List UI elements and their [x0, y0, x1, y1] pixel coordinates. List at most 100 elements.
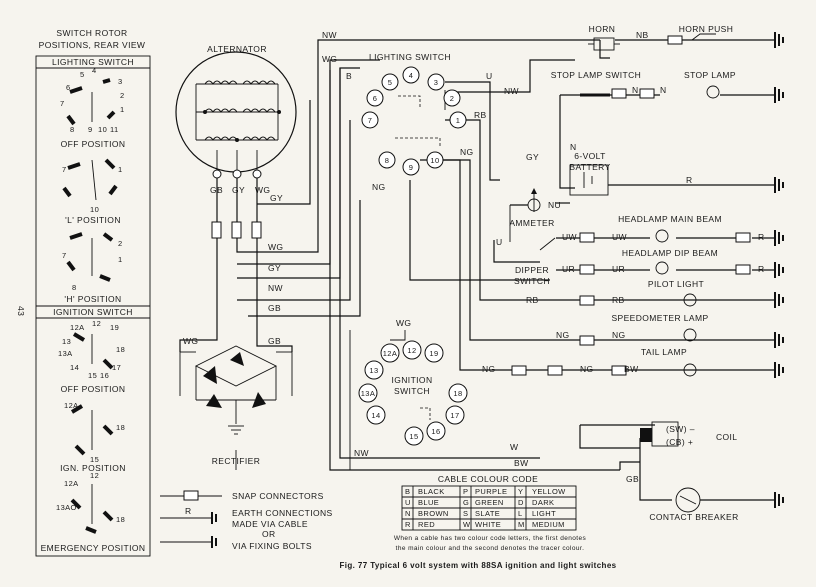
ignition-switch-label-2: SWITCH	[394, 386, 430, 396]
battery: 6-VOLT BATTERY	[569, 151, 610, 172]
rotor-ignition-emergency: 12A 12 18 13AO EMERGENCY POSITION	[41, 471, 145, 553]
svg-text:PURPLE: PURPLE	[475, 487, 507, 496]
svg-text:R: R	[758, 264, 765, 274]
svg-text:17: 17	[112, 363, 121, 372]
svg-text:2: 2	[120, 91, 125, 100]
svg-text:7: 7	[62, 165, 67, 174]
svg-text:15: 15	[88, 371, 97, 380]
rotor-lighting-l: 7 1 10 'L' POSITION	[62, 158, 122, 225]
svg-text:8: 8	[72, 283, 77, 292]
svg-text:NG: NG	[460, 147, 474, 157]
svg-text:14: 14	[371, 411, 380, 420]
coil: (SW) – (CB) + COIL	[640, 421, 737, 447]
svg-text:OR: OR	[262, 529, 276, 539]
svg-text:SPEEDOMETER LAMP: SPEEDOMETER LAMP	[611, 313, 708, 323]
svg-text:NG: NG	[556, 330, 570, 340]
svg-text:GB: GB	[626, 474, 639, 484]
svg-text:When a cable has two colour co: When a cable has two colour code letters…	[394, 535, 587, 542]
svg-text:12: 12	[90, 471, 99, 480]
svg-text:GY: GY	[270, 193, 283, 203]
svg-text:CABLE COLOUR CODE: CABLE COLOUR CODE	[438, 474, 538, 484]
rotor-title-1: SWITCH ROTOR	[56, 28, 127, 38]
svg-text:'H' POSITION: 'H' POSITION	[64, 294, 121, 304]
lighting-switch: LIGHTING SWITCH 3 4 5 6 2 7 1 8 9 10	[361, 52, 467, 176]
svg-text:WG: WG	[268, 242, 283, 252]
svg-text:WG: WG	[396, 318, 411, 328]
rotor-lighting-h: 7 2 1 8 'H' POSITION	[62, 232, 123, 304]
svg-text:1: 1	[120, 105, 125, 114]
cable-colour-code: CABLE COLOUR CODE B BLACK P PURPLE Y YEL…	[394, 474, 587, 552]
svg-text:6: 6	[66, 83, 71, 92]
svg-text:UW: UW	[562, 232, 577, 242]
svg-text:10: 10	[90, 205, 99, 214]
svg-text:5: 5	[388, 78, 393, 87]
svg-text:13: 13	[369, 366, 378, 375]
svg-text:3: 3	[434, 78, 439, 87]
svg-text:HEADLAMP DIP BEAM: HEADLAMP DIP BEAM	[622, 248, 718, 258]
svg-text:10: 10	[430, 156, 439, 165]
svg-text:16: 16	[100, 371, 109, 380]
legend: SNAP CONNECTORS R EARTH CONNECTIONS MADE…	[160, 490, 332, 551]
svg-text:NW: NW	[322, 30, 337, 40]
svg-text:7: 7	[60, 99, 65, 108]
svg-text:RB: RB	[474, 110, 487, 120]
svg-text:5: 5	[80, 70, 85, 79]
stop-lamp-switch: STOP LAMP SWITCH	[551, 70, 641, 97]
svg-text:WG: WG	[255, 185, 270, 195]
svg-text:8: 8	[385, 156, 390, 165]
svg-text:NG: NG	[580, 364, 594, 374]
svg-text:M: M	[518, 520, 525, 529]
svg-text:AMMETER: AMMETER	[509, 218, 554, 228]
svg-text:LIGHT: LIGHT	[532, 509, 556, 518]
svg-text:12A: 12A	[70, 323, 85, 332]
svg-text:W: W	[463, 520, 471, 529]
svg-text:IGN. POSITION: IGN. POSITION	[60, 463, 126, 473]
svg-text:9: 9	[409, 163, 414, 172]
headlamp-main: HEADLAMP MAIN BEAM	[618, 214, 751, 243]
svg-text:(CB) +: (CB) +	[666, 437, 693, 447]
svg-text:NB: NB	[636, 30, 649, 40]
earth-symbols	[774, 32, 784, 508]
svg-text:4: 4	[409, 71, 414, 80]
svg-text:14: 14	[70, 363, 79, 372]
svg-text:8: 8	[70, 125, 75, 134]
svg-text:2: 2	[450, 94, 455, 103]
svg-text:(SW) –: (SW) –	[666, 424, 695, 434]
ignition-switch: 12A 12 19 13 13A 14 15 16 17 18 IGNITION…	[358, 340, 468, 446]
svg-text:SWITCH: SWITCH	[514, 276, 550, 286]
svg-text:6: 6	[373, 94, 378, 103]
snap-connectors	[511, 88, 655, 376]
svg-text:NG: NG	[482, 364, 496, 374]
svg-text:U: U	[405, 498, 411, 507]
svg-text:13A: 13A	[58, 349, 73, 358]
svg-text:17: 17	[450, 411, 459, 420]
svg-text:18: 18	[453, 389, 462, 398]
svg-text:18: 18	[116, 345, 125, 354]
horn-push: HORN PUSH	[667, 24, 733, 45]
svg-text:2: 2	[118, 239, 123, 248]
svg-text:GB: GB	[268, 336, 281, 346]
svg-text:NG: NG	[612, 330, 626, 340]
svg-text:NW: NW	[504, 86, 519, 96]
svg-text:UW: UW	[612, 232, 627, 242]
svg-text:16: 16	[431, 427, 440, 436]
svg-text:NU: NU	[548, 200, 561, 210]
svg-text:U: U	[486, 71, 493, 81]
svg-text:3: 3	[118, 77, 123, 86]
svg-text:1: 1	[456, 116, 461, 125]
svg-text:N: N	[660, 85, 667, 95]
svg-text:OFF POSITION: OFF POSITION	[61, 384, 126, 394]
svg-text:Y: Y	[518, 487, 523, 496]
pilot-light: PILOT LIGHT	[648, 279, 704, 307]
svg-text:D: D	[518, 498, 524, 507]
svg-text:R: R	[758, 232, 765, 242]
svg-text:W: W	[510, 442, 518, 452]
svg-text:YELLOW: YELLOW	[532, 487, 566, 496]
svg-text:NW: NW	[354, 448, 369, 458]
svg-text:RB: RB	[612, 295, 625, 305]
svg-text:WG: WG	[322, 54, 337, 64]
svg-text:the main colour and the second: the main colour and the second denotes t…	[396, 545, 585, 552]
svg-text:GB: GB	[210, 185, 223, 195]
svg-text:DIPPER: DIPPER	[515, 265, 549, 275]
